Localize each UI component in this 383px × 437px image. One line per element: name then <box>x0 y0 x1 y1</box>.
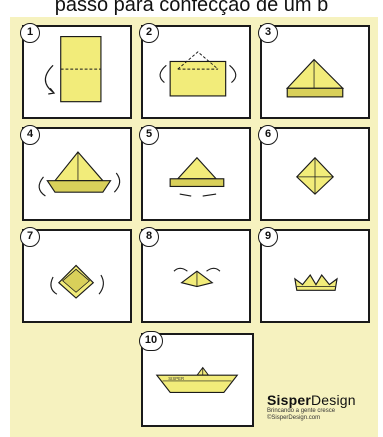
brand-name-light: Design <box>311 392 356 408</box>
step-3-illustration <box>262 27 368 117</box>
brand-name-bold: Sisper <box>267 392 311 408</box>
brand-tagline: Brincando a gente cresce <box>267 408 377 415</box>
step-panel-7: 7 <box>22 229 132 323</box>
step-number: 7 <box>20 227 40 247</box>
step-9-illustration <box>262 231 368 321</box>
step-panel-4: 4 <box>22 127 132 221</box>
step-1-illustration <box>24 27 130 117</box>
step-panel-1: 1 <box>22 25 132 119</box>
page-caption: passo para confecção de um b <box>0 0 383 17</box>
step-number: 4 <box>20 125 40 145</box>
step-number: 9 <box>258 227 278 247</box>
step-number: 2 <box>139 23 159 43</box>
brand-name: SisperDesign <box>267 392 377 408</box>
step-number: 5 <box>139 125 159 145</box>
step-2-illustration <box>143 27 249 117</box>
step-7-illustration <box>24 231 130 321</box>
step-number: 1 <box>20 23 40 43</box>
step-panel-6: 6 <box>260 127 370 221</box>
step-panel-9: 9 <box>260 229 370 323</box>
step-number: 10 <box>139 331 163 351</box>
brand-site: ©SisperDesign.com <box>267 415 377 422</box>
step-number: 8 <box>139 227 159 247</box>
boat-label: SISPER <box>168 376 184 381</box>
brand-logo: SisperDesign Brincando a gente cresce ©S… <box>267 392 377 422</box>
step-6-illustration <box>262 129 368 219</box>
step-panel-8: 8 <box>141 229 251 323</box>
step-5-illustration <box>143 129 249 219</box>
step-8-illustration <box>143 231 249 321</box>
step-panel-2: 2 <box>141 25 251 119</box>
step-4-illustration <box>24 129 130 219</box>
step-panel-10: SISPER 10 <box>141 333 254 427</box>
step-number: 6 <box>258 125 278 145</box>
step-number: 3 <box>258 23 278 43</box>
step-panel-5: 5 <box>141 127 251 221</box>
step-panel-3: 3 <box>260 25 370 119</box>
